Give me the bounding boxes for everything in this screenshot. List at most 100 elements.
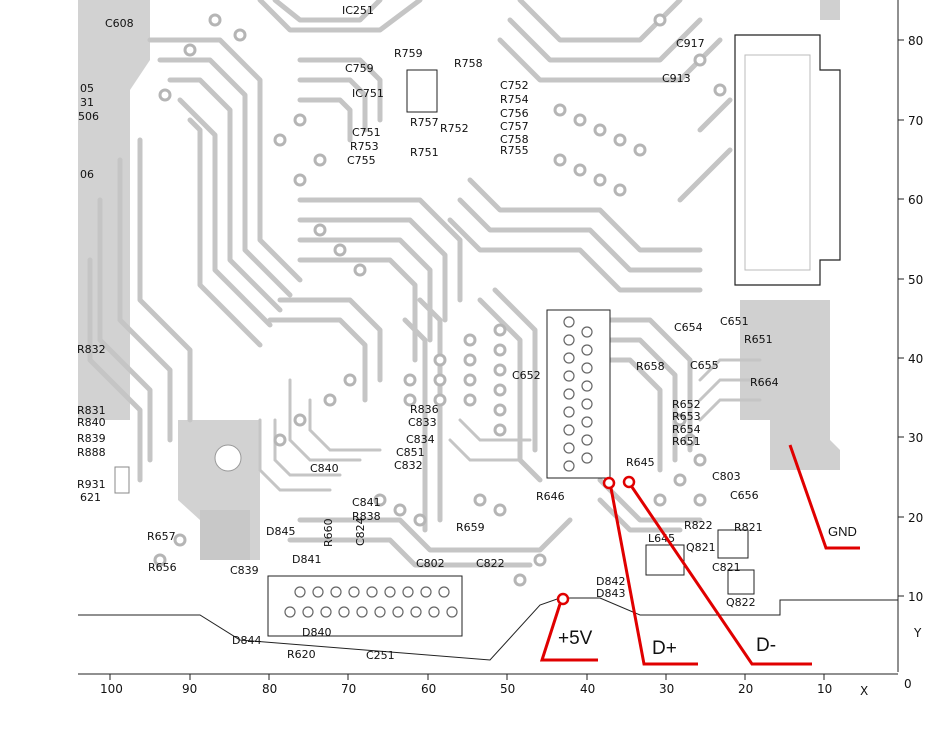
label-r754: R754 [500, 93, 529, 106]
label-c654: C654 [674, 321, 703, 334]
y-axis-label: Y [913, 626, 922, 640]
y-tick-10: 10 [908, 590, 923, 604]
x-axis: 100 90 80 70 60 50 40 30 20 10 X [78, 673, 898, 698]
label-q822: Q822 [726, 596, 756, 609]
x-tick-40: 40 [580, 682, 595, 696]
label-partial-31: 31 [80, 96, 94, 109]
q821-package [717, 529, 749, 559]
label-r755: R755 [500, 144, 529, 157]
label-r822: R822 [684, 519, 713, 532]
y-tick-30: 30 [908, 431, 923, 445]
label-c832: C832 [394, 459, 423, 472]
label-c833: C833 [408, 416, 437, 429]
gnd-label: GND [828, 524, 857, 539]
label-ic751: IC751 [352, 87, 384, 100]
label-r652: R652 [672, 398, 701, 411]
x-tick-30: 30 [659, 682, 674, 696]
copper-traces [78, 0, 898, 605]
dplus-test-point [602, 476, 616, 490]
dplus-label: D+ [652, 638, 677, 659]
label-c840: C840 [310, 462, 339, 475]
x-tick-20: 20 [738, 682, 753, 696]
label-r832: R660 [322, 518, 335, 547]
label-d842: D842 [596, 575, 625, 588]
q822-package [727, 569, 755, 595]
component-labels: IC251 IC751 C608 R759 R758 C759 C752 R75… [77, 4, 779, 662]
label-q821: Q821 [686, 541, 716, 554]
label-c751: C751 [352, 126, 381, 139]
y-tick-40: 40 [908, 352, 923, 366]
label-r653: R653 [672, 410, 701, 423]
label-d844: D844 [232, 634, 261, 647]
y-tick-0: 0 [904, 677, 912, 691]
x-axis-label: X [860, 684, 868, 698]
label-c655: C655 [690, 359, 719, 372]
dplus-callout-line [609, 487, 698, 666]
label-c802: C802 [416, 557, 445, 570]
label-c824: C824 [354, 517, 367, 546]
label-r751: R751 [410, 146, 439, 159]
y-tick-80: 80 [908, 34, 923, 48]
x-tick-50: 50 [500, 682, 515, 696]
y-tick-20: 20 [908, 511, 923, 525]
label-d845: D845 [266, 525, 295, 538]
ic751-package [406, 69, 438, 113]
bottom-pin-header [267, 575, 463, 637]
label-c759: C759 [345, 62, 374, 75]
vcc-callout-line [539, 603, 598, 662]
label-partial-506: 506 [78, 110, 99, 123]
x-tick-80: 80 [262, 682, 277, 696]
label-r651: R651 [672, 435, 701, 448]
l645-package [645, 544, 685, 576]
label-r664: R651 [744, 333, 773, 346]
x-tick-100: 100 [100, 682, 123, 696]
label-c755: C755 [347, 154, 376, 167]
x-tick-90: 90 [182, 682, 197, 696]
gnd-callout-line [788, 444, 860, 550]
label-d841: D841 [292, 553, 321, 566]
label-d840: D840 [302, 626, 331, 639]
label-ic251: IC251 [342, 4, 374, 17]
x-tick-60: 60 [421, 682, 436, 696]
label-r757: R757 [410, 116, 439, 129]
label-r758: R758 [454, 57, 483, 70]
label-r654: R654 [672, 423, 701, 436]
label-r646: R646 [536, 490, 565, 503]
label-r645: R645 [626, 456, 655, 469]
label-c834: C834 [406, 433, 435, 446]
center-pin-header [546, 309, 611, 479]
label-c917: C917 [676, 37, 705, 50]
dminus-callout-line [630, 486, 812, 666]
label-r831: R659 [456, 521, 485, 534]
label-r657: R839 [77, 432, 106, 445]
label-r659: R840 [77, 416, 106, 429]
label-c756: C756 [500, 107, 529, 120]
label-r888: R620 [287, 648, 316, 661]
vcc-test-point [556, 592, 570, 606]
y-tick-50: 50 [908, 273, 923, 287]
label-r753: R753 [350, 140, 379, 153]
label-d843: D843 [596, 587, 625, 600]
label-r839: R656 [148, 561, 177, 574]
y-tick-70: 70 [908, 114, 923, 128]
label-r840: R657 [147, 530, 176, 543]
label-c656: C656 [730, 489, 759, 502]
label-r803: R664 [750, 376, 779, 389]
label-r931: R832 [77, 343, 106, 356]
label-c803: C651 [720, 315, 749, 328]
label-c821: C821 [712, 561, 741, 574]
label-r836: R836 [410, 403, 439, 416]
y-tick-60: 60 [908, 193, 923, 207]
label-c822: C822 [476, 557, 505, 570]
label-r658: R658 [636, 360, 665, 373]
label-c839: C839 [230, 564, 259, 577]
label-c913: C913 [662, 72, 691, 85]
label-partial-05: 05 [80, 82, 94, 95]
dminus-label: D- [756, 635, 776, 656]
label-c651: C803 [712, 470, 741, 483]
dminus-test-point [622, 475, 636, 489]
label-c851: C851 [396, 446, 425, 459]
label-r759: R759 [394, 47, 423, 60]
label-r656: R888 [77, 446, 106, 459]
